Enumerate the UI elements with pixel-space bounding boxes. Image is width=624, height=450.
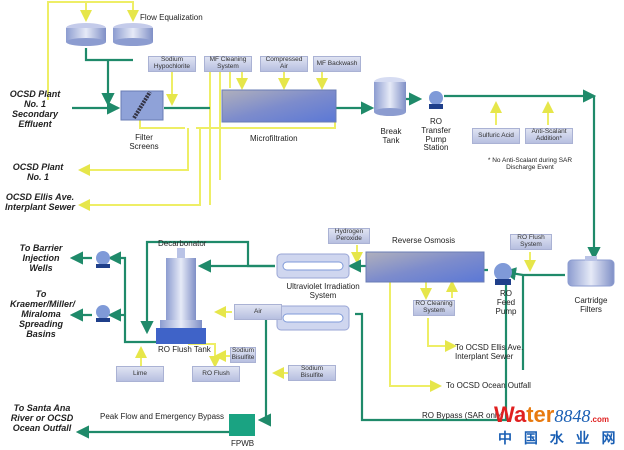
to-barrier-wells: To Barrier Injection Wells (19, 243, 63, 273)
microfiltration-label: Microfiltration (250, 134, 298, 143)
to-ellis-sewer: To OCSD Ellis Ave. Interplant Sewer (455, 343, 524, 361)
decarbonator-tank (156, 248, 206, 344)
mf-backwash-box: MF Backwash (313, 56, 361, 72)
ocsd-ellis-sewer: OCSD Ellis Ave. Interplant Sewer (4, 192, 76, 212)
watermark-chinese: 中 国 水 业 网 (498, 430, 620, 446)
peak-flow-label: Peak Flow and Emergency Bypass (100, 412, 225, 421)
flow-equalization-label: Flow Equalization (140, 13, 203, 22)
to-kraemer-basins: To Kraemer/Miller/ Miraloma Spreading Ba… (10, 289, 76, 339)
sulfuric-acid-box: Sulfuric Acid (472, 128, 520, 144)
cartridge-filters-label: Cartridge Filters (574, 296, 608, 314)
lime-box: Lime (116, 366, 164, 382)
compressed-air-box: Compressed Air (260, 56, 308, 72)
filter-screens (120, 90, 164, 121)
break-tank-label: Break Tank (380, 127, 402, 145)
to-ocean-outfall: To OCSD Ocean Outfall (446, 381, 531, 390)
ocsd-secondary-effluent: OCSD Plant No. 1 Secondary Effluent (9, 89, 61, 129)
reverse-osmosis-label: Reverse Osmosis (392, 236, 456, 245)
mf-cleaning-box: MF Cleaning System (204, 56, 252, 72)
cartridge-filter (567, 256, 615, 287)
ro-flush-system-box: RO Flush System (510, 234, 552, 250)
watermark-mid: ter (526, 402, 555, 427)
flow-equalization-tanks (66, 23, 153, 46)
air-box: Air (234, 304, 282, 320)
anti-scalant-box: Anti-Scalant Addition* (525, 128, 573, 144)
microfiltration-unit (221, 89, 337, 123)
reverse-osmosis-unit (365, 251, 485, 283)
ro-bypass-label: RO Bypass (SAR only) (422, 411, 504, 420)
filter-screens-label: Filter Screens (129, 133, 159, 151)
ro-cleaning-box: RO Cleaning System (413, 300, 455, 316)
watermark-tld: .com (590, 415, 609, 424)
chemical-lines (47, 1, 554, 392)
ro-feed-pump (494, 263, 512, 285)
hydrogen-peroxide-box: Hydrogen Peroxide (328, 228, 370, 244)
sodium-bisulfite-box-1: Sodium Bisulfite (230, 347, 256, 363)
break-tank (374, 77, 406, 116)
sodium-bisulfite-box-2: Sodium Bisulfite (288, 365, 336, 381)
decarbonator-label: Decarbonator (158, 239, 207, 248)
to-santa-ana-river: To Santa Ana River or OCSD Ocean Outfall (10, 403, 74, 433)
sodium-hypochlorite-box: Sodium Hypochlorite (148, 56, 196, 72)
ro-flush-box: RO Flush (192, 366, 240, 382)
ro-transfer-label: RO Transfer Pump Station (421, 117, 451, 153)
fpwb-label: FPWB (231, 439, 255, 448)
ro-feed-pump-label: RO Feed Pump (495, 289, 517, 316)
ro-flush-tank-label: RO Flush Tank (158, 345, 211, 354)
anti-scalant-note: * No Anti-Scalant during SAR Discharge E… (487, 157, 573, 172)
ro-transfer-pump (429, 91, 443, 109)
watermark-logo: Water8848.com (494, 402, 609, 428)
uv-label: Ultraviolet Irradiation System (286, 282, 360, 300)
uv-units (276, 253, 350, 331)
fpwb-box (229, 414, 255, 436)
watermark-prefix: Wa (494, 402, 527, 427)
watermark-number: 8848 (554, 406, 591, 426)
ocsd-plant-1: OCSD Plant No. 1 (12, 162, 64, 182)
product-pumps (96, 251, 110, 322)
